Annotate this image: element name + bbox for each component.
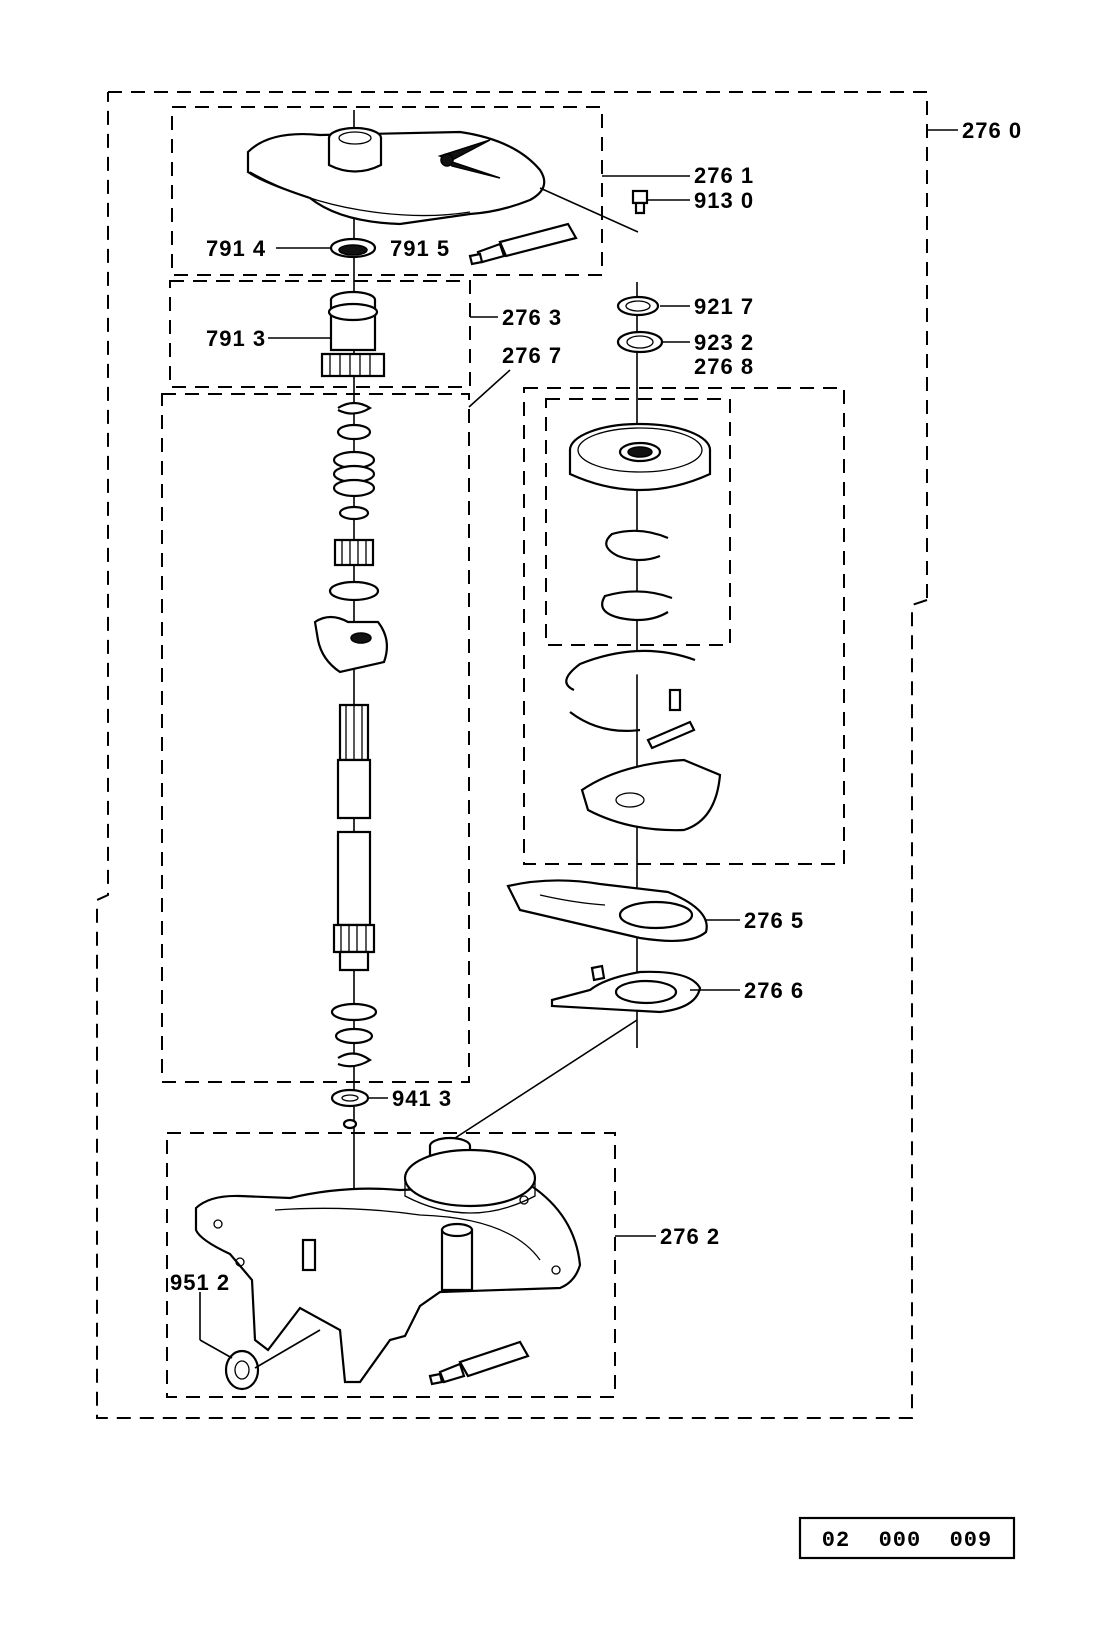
grease-tube-top bbox=[468, 222, 578, 266]
leader-lines bbox=[199, 129, 958, 1359]
gearbox-base-part bbox=[194, 1136, 582, 1384]
reference-code-box: 02 000 009 bbox=[798, 1516, 1016, 1560]
reference-code-text: 02 000 009 bbox=[822, 1528, 992, 1553]
snap-rings-part bbox=[565, 529, 696, 732]
link-centerline bbox=[451, 1019, 638, 1141]
label-913-0: 913 0 bbox=[694, 188, 754, 213]
base-group-box bbox=[166, 1132, 616, 1398]
screw-part bbox=[631, 189, 649, 215]
label-941-3: 941 3 bbox=[392, 1086, 452, 1111]
top-cover-part bbox=[246, 126, 546, 226]
bearing-part bbox=[320, 290, 386, 378]
label-276-3: 276 3 bbox=[502, 305, 562, 330]
seal-part bbox=[329, 237, 377, 259]
grease-tube-bottom bbox=[428, 1340, 530, 1386]
shaft-stack-part bbox=[313, 401, 389, 1068]
shaft-group-box bbox=[161, 393, 470, 1083]
cover-group-box bbox=[171, 106, 603, 276]
label-791-5: 791 5 bbox=[390, 236, 450, 261]
outer-assembly-box bbox=[96, 91, 928, 1419]
label-921-7: 921 7 bbox=[694, 294, 754, 319]
seal-line bbox=[254, 1329, 321, 1369]
lever-plate-part bbox=[580, 688, 722, 832]
label-276-0: 276 0 bbox=[962, 118, 1022, 143]
label-951-2: 951 2 bbox=[170, 1270, 230, 1295]
label-276-5: 276 5 bbox=[744, 908, 804, 933]
label-791-3: 791 3 bbox=[206, 326, 266, 351]
washer-941-part bbox=[330, 1088, 370, 1130]
label-276-1: 276 1 bbox=[694, 163, 754, 188]
label-923-2: 923 2 bbox=[694, 330, 754, 355]
label-276-6: 276 6 bbox=[744, 978, 804, 1003]
label-276-7: 276 7 bbox=[502, 343, 562, 368]
seal-951-part bbox=[224, 1349, 260, 1391]
gear-subgroup-box bbox=[545, 398, 731, 646]
gear-group-box bbox=[523, 387, 845, 865]
label-791-4: 791 4 bbox=[206, 236, 266, 261]
sector-arm-part bbox=[506, 879, 708, 942]
label-276-8: 276 8 bbox=[694, 354, 754, 379]
label-276-2: 276 2 bbox=[660, 1224, 720, 1249]
large-gear-part bbox=[568, 422, 712, 492]
cover-screw-line bbox=[539, 187, 639, 233]
bearing-group-box bbox=[169, 280, 471, 388]
shift-plate-part bbox=[550, 964, 702, 1014]
washers-921-923-part bbox=[616, 295, 664, 354]
